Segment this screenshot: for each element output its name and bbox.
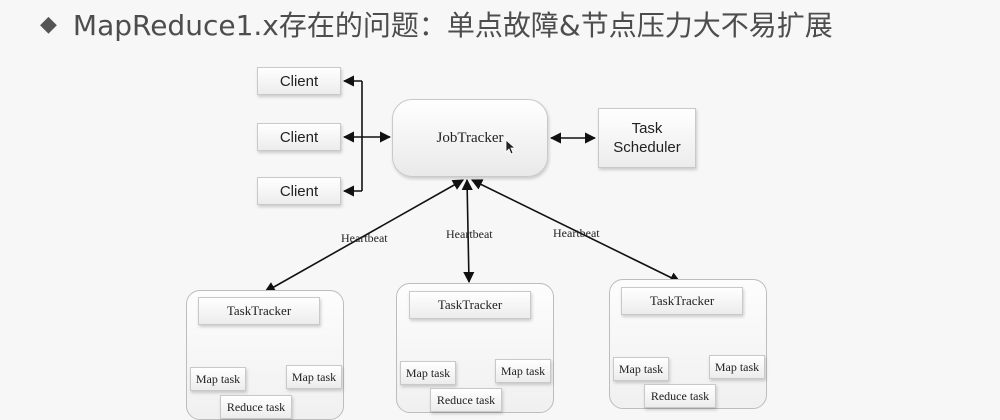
heartbeat-label-1: Heartbeat [341, 231, 388, 245]
map-task-box: Map task [495, 359, 551, 383]
client-box-1: Client [257, 67, 341, 95]
heartbeat-arrow-2 [461, 178, 475, 284]
map-task-box: Map task [190, 367, 246, 391]
client-box-3: Client [257, 177, 341, 205]
task-scheduler-box: Task Scheduler [598, 108, 696, 168]
client-box-2: Client [257, 123, 341, 151]
jobtracker-box: JobTracker [392, 99, 548, 177]
map-task-box: Map task [400, 361, 456, 385]
map-task-box: Map task [286, 365, 342, 389]
heartbeat-label-3: Heartbeat [553, 226, 600, 240]
heartbeat-arrow-3 [470, 179, 682, 283]
tasktracker-box-3: TaskTracker [621, 287, 743, 315]
heartbeat-arrow-1 [264, 179, 464, 293]
tasktracker-box-2: TaskTracker [409, 291, 531, 319]
reduce-task-box: Reduce task [430, 388, 502, 412]
task-scheduler-line-2: Scheduler [613, 139, 681, 156]
reduce-task-box: Reduce task [220, 395, 292, 419]
task-scheduler-line-1: Task [631, 120, 663, 137]
map-task-box: Map task [613, 357, 669, 381]
mouse-cursor-icon [505, 139, 517, 155]
map-task-box: Map task [709, 355, 765, 379]
slide-title-text: MapReduce1.x存在的问题：单点故障&节点压力大不易扩展 [72, 9, 833, 42]
reduce-task-box: Reduce task [644, 384, 716, 408]
diamond-bullet-icon: ◆ [40, 11, 57, 37]
heartbeat-label-2: Heartbeat [446, 227, 493, 241]
tasktracker-box-1: TaskTracker [198, 297, 320, 325]
slide-title: ◆ MapReduce1.x存在的问题：单点故障&节点压力大不易扩展 [40, 4, 833, 44]
